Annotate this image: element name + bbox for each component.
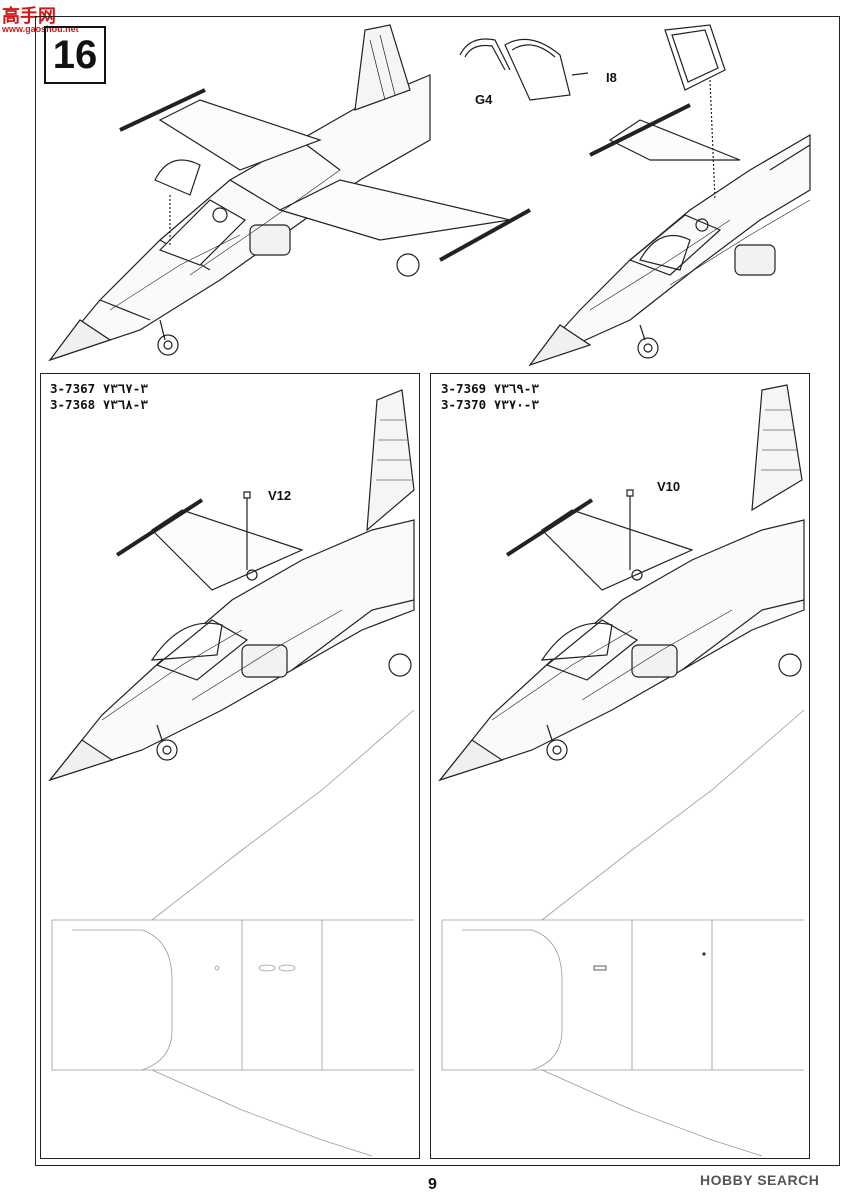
part-label-g4: G4 (475, 92, 493, 107)
part-label-v12: V12 (268, 488, 292, 503)
variant-codes-right: 3-7369 ٣-٧٣٦٩ 3-7370 ٣-٧٣٧٠ (441, 381, 539, 413)
jet-drawing-top-left (48, 24, 531, 362)
part-label-v10: V10 (657, 479, 681, 494)
page-number: 9 (428, 1176, 437, 1193)
watermark-url: www.gaoshou.net (2, 24, 79, 34)
jet-drawing-top-right (528, 24, 811, 367)
step-number: 16 (44, 26, 106, 84)
canopy-parts-drawing (459, 38, 589, 101)
variant-codes-left: 3-7367 ٣-٧٣٦٧ 3-7368 ٣-٧٣٦٨ (50, 381, 148, 413)
variant-panel-left (40, 373, 420, 1159)
instruction-sheet-frame (35, 16, 840, 1166)
jet-drawing-left-panel (48, 389, 415, 1157)
variant-code: 3-7370 ٣-٧٣٧٠ (441, 397, 539, 412)
part-label-i8: I8 (606, 70, 617, 85)
variant-code: 3-7368 ٣-٧٣٦٨ (50, 397, 148, 412)
watermark-hobby-search: HOBBY SEARCH (700, 1172, 820, 1188)
variant-code: 3-7367 ٣-٧٣٦٧ (50, 381, 148, 396)
jet-drawing-right-panel (438, 384, 805, 1157)
variant-code: 3-7369 ٣-٧٣٦٩ (441, 381, 539, 396)
variant-panel-right (430, 373, 810, 1159)
watermark-logo: 高手网 (2, 6, 56, 27)
